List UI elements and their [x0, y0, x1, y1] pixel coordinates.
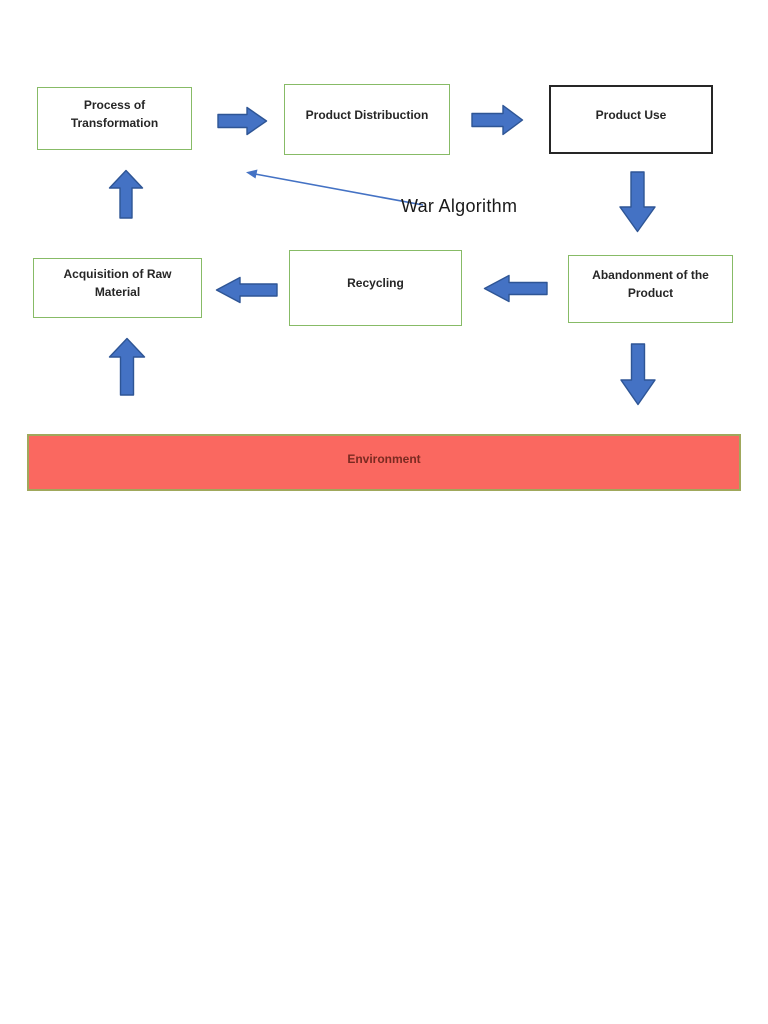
war-algorithm-pointer-arrow-icon	[246, 169, 424, 206]
arrow-up-environment-to-acquisition-icon	[108, 337, 146, 396]
arrow-left-recycling-to-acquisition-icon	[215, 276, 278, 304]
node-environment: Environment	[27, 434, 741, 491]
arrow-down-use-to-abandonment-icon	[619, 171, 656, 233]
node-label: Abandonment of the Product	[592, 268, 709, 300]
node-recycling: Recycling	[289, 250, 462, 326]
node-label: Environment	[347, 451, 421, 466]
node-label: Acquisition of Raw Material	[63, 267, 172, 299]
node-label: Product Distribuction	[305, 107, 429, 122]
node-label: Process of Transformation	[70, 97, 159, 130]
node-label: Product Use	[595, 107, 667, 122]
node-product-distribuction: Product Distribuction	[284, 84, 450, 155]
arrow-left-abandonment-to-recycling-icon	[483, 274, 548, 303]
arrow-right-transformation-to-distribution-icon	[217, 106, 268, 136]
node-acquisition-of-raw-material: Acquisition of Raw Material	[33, 258, 202, 318]
node-product-use: Product Use	[549, 85, 713, 154]
node-process-of-transformation: Process of Transformation	[37, 87, 192, 150]
war-algorithm-label: War Algorithm	[401, 196, 518, 216]
arrow-down-abandonment-to-environment-icon	[620, 343, 656, 406]
node-label: Recycling	[347, 276, 404, 290]
node-abandonment-of-the-product: Abandonment of the Product	[568, 255, 733, 323]
arrow-up-acquisition-to-transformation-icon	[108, 169, 144, 219]
arrow-right-distribution-to-use-icon	[471, 104, 524, 136]
